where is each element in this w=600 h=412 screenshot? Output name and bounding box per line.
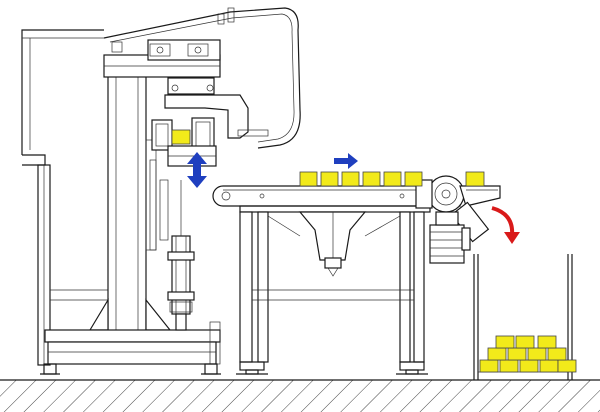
product-in-bin bbox=[527, 347, 547, 361]
product-on-conveyor bbox=[404, 171, 423, 187]
product-on-conveyor bbox=[320, 171, 339, 187]
conveyor bbox=[212, 185, 461, 375]
reject-arrow-icon bbox=[504, 232, 520, 244]
product-in-bin bbox=[507, 347, 527, 361]
product-in-bin bbox=[515, 335, 535, 349]
product-at-gripper bbox=[171, 129, 191, 145]
flow-arrow-icon bbox=[334, 153, 358, 169]
machine-frame bbox=[21, 29, 221, 375]
product-on-conveyor bbox=[299, 171, 318, 187]
reject-drive bbox=[415, 175, 501, 264]
product-in-bin bbox=[537, 335, 557, 349]
product-in-bin bbox=[519, 359, 539, 373]
product-at-exit bbox=[465, 171, 485, 187]
motion-arrows bbox=[187, 152, 520, 244]
product-in-bin bbox=[487, 347, 507, 361]
product-in-bin bbox=[547, 347, 567, 361]
gripper-arm bbox=[103, 7, 301, 167]
product-in-bin bbox=[499, 359, 519, 373]
reject-arrow-curve bbox=[491, 206, 515, 237]
ground bbox=[0, 379, 600, 412]
product-in-bin bbox=[479, 359, 499, 373]
product-on-conveyor bbox=[383, 171, 402, 187]
product-in-bin bbox=[495, 335, 515, 349]
product-on-conveyor bbox=[362, 171, 381, 187]
product-on-conveyor bbox=[341, 171, 360, 187]
product-in-bin bbox=[557, 359, 577, 373]
lift-arrow-icon bbox=[187, 152, 207, 188]
products bbox=[171, 129, 577, 373]
product-in-bin bbox=[539, 359, 559, 373]
lift-cylinder bbox=[159, 179, 195, 331]
